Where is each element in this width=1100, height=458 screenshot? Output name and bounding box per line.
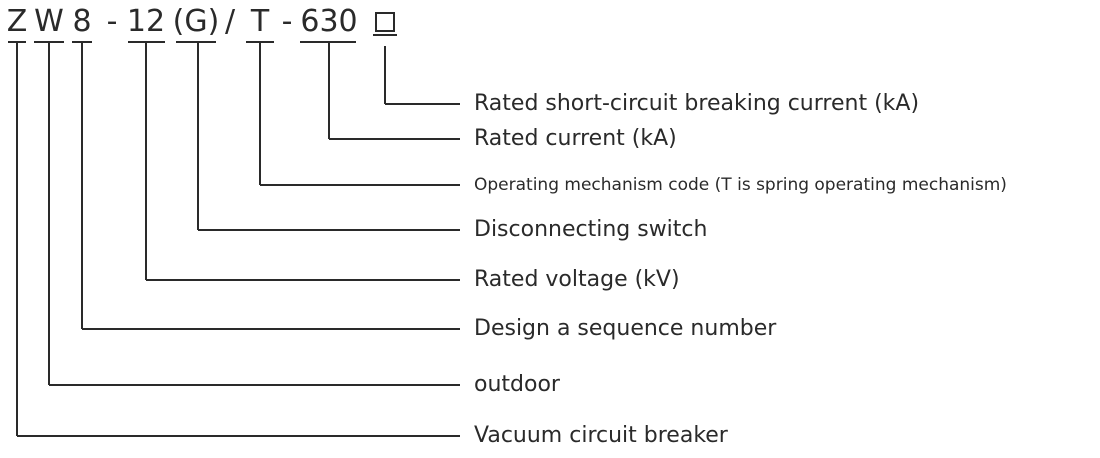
label-outdoor: outdoor <box>474 372 560 397</box>
label-operating-mechanism-code: Operating mechanism code (T is spring op… <box>474 175 1007 195</box>
code-sequence-number: 8 <box>72 4 92 39</box>
label-vacuum-circuit-breaker: Vacuum circuit breaker <box>474 423 728 448</box>
label-rated-current: Rated current (kA) <box>474 126 677 151</box>
code-dash: - <box>106 4 118 39</box>
code-slash: / <box>224 4 236 39</box>
code-rated-voltage: 12 <box>126 4 166 39</box>
code-operating-mechanism: T <box>250 4 270 39</box>
label-rated-voltage: Rated voltage (kV) <box>474 267 680 292</box>
code-letter-z: Z <box>6 4 28 39</box>
label-rated-short-circuit-breaking-current: Rated short-circuit breaking current (kA… <box>474 91 920 116</box>
code-rated-current: 630 <box>300 4 358 39</box>
code-disconnecting-switch: (G) <box>172 4 220 39</box>
label-design-sequence-number: Design a sequence number <box>474 316 777 341</box>
code-dash: - <box>281 4 293 39</box>
code-placeholder-box <box>373 12 397 36</box>
label-disconnecting-switch: Disconnecting switch <box>474 217 708 242</box>
code-letter-w: W <box>34 4 64 39</box>
